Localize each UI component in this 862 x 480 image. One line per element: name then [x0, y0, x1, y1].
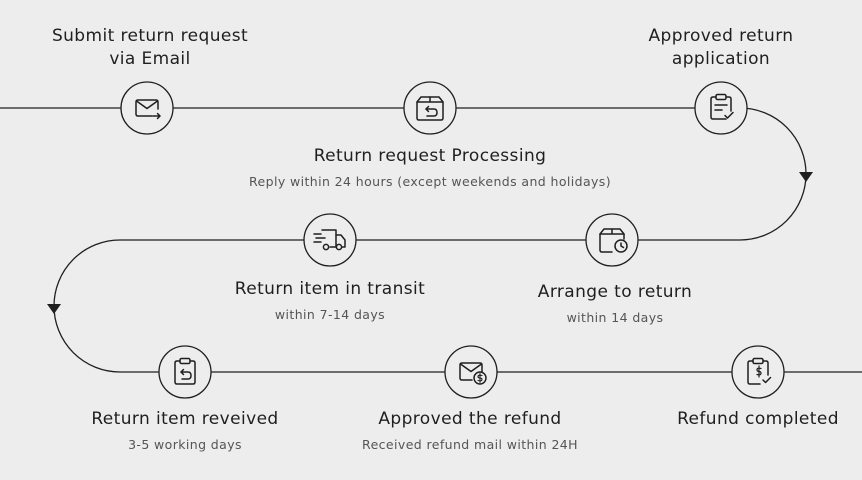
step-1-title-line1: Submit return request — [51, 26, 249, 46]
box-clock-icon — [599, 228, 628, 253]
step-1-title-line2: via Email — [109, 49, 191, 69]
step-6-label: Return item reveived 3-5 working days — [75, 408, 295, 455]
step-8-label: Refund completed — [666, 408, 850, 431]
mail-dollar-icon — [459, 362, 487, 385]
step-8-node — [731, 345, 785, 399]
step-2-node — [403, 81, 457, 135]
delivery-truck-icon — [313, 229, 346, 251]
step-7-title: Approved the refund — [378, 409, 562, 429]
clipboard-check-icon — [710, 93, 734, 120]
step-7-subtitle: Received refund mail within 24H — [362, 437, 578, 452]
step-3-title-line2: application — [671, 49, 771, 69]
step-2-subtitle: Reply within 24 hours (except weekends a… — [249, 174, 611, 189]
step-6-title: Return item reveived — [91, 409, 279, 429]
step-1-node — [120, 81, 174, 135]
step-5-node — [303, 213, 357, 267]
step-6-subtitle: 3-5 working days — [128, 437, 242, 452]
direction-arrow-down-right — [799, 172, 813, 182]
step-4-title: Arrange to return — [537, 282, 693, 302]
step-2-label: Return request Processing Reply within 2… — [200, 145, 660, 192]
step-4-subtitle: within 14 days — [566, 310, 664, 325]
flow-connector — [0, 107, 862, 373]
step-7-node — [444, 345, 498, 399]
step-7-label: Approved the refund Received refund mail… — [330, 408, 610, 455]
step-3-title-line1: Approved return — [648, 26, 794, 46]
step-5-subtitle: within 7-14 days — [274, 307, 386, 322]
step-8-title: Refund completed — [677, 409, 839, 429]
mail-forward-icon — [135, 99, 161, 120]
step-1-label: Submit return request via Email — [50, 25, 250, 71]
step-4-node — [585, 213, 639, 267]
step-2-title: Return request Processing — [313, 146, 547, 166]
step-5-label: Return item in transit within 7-14 days — [210, 278, 450, 325]
step-6-node — [158, 345, 212, 399]
step-4-label: Arrange to return within 14 days — [510, 281, 720, 328]
step-3-node — [694, 81, 748, 135]
clipboard-dollar-icon — [747, 357, 772, 385]
step-5-title: Return item in transit — [234, 279, 426, 299]
direction-arrow-down-left — [47, 304, 61, 314]
clipboard-return-icon — [174, 357, 196, 385]
box-return-icon — [416, 96, 444, 121]
step-3-label: Approved return application — [630, 25, 812, 71]
